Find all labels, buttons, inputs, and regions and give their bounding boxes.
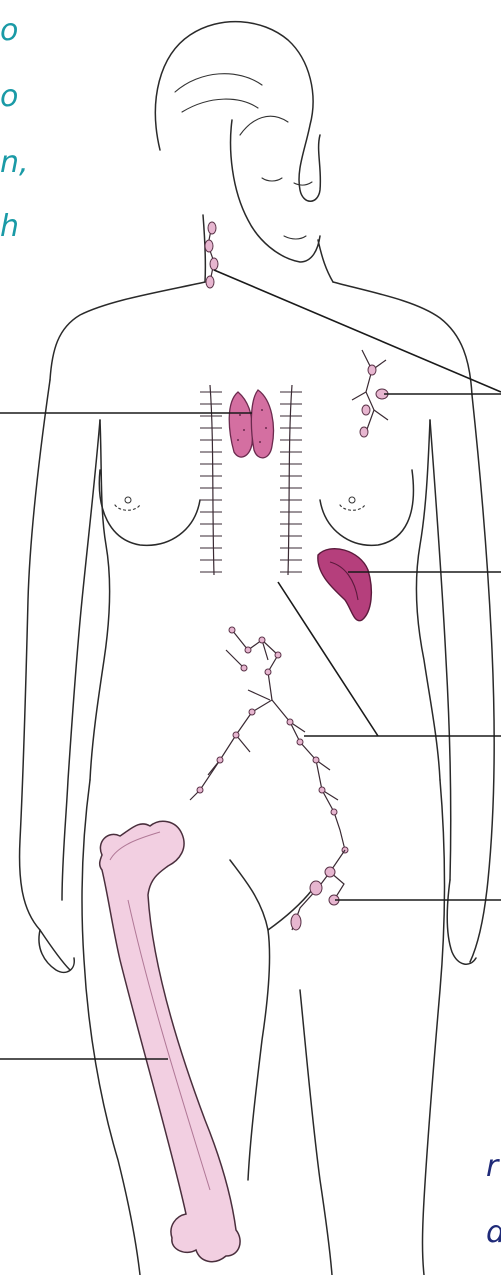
cervical-lymph-nodes [205, 222, 218, 288]
leader-lines [0, 270, 501, 1059]
spleen [318, 549, 372, 621]
thymus [229, 390, 273, 458]
abdominal-lymph-vessels [190, 627, 348, 853]
femur-bone-marrow [100, 821, 240, 1261]
axillary-lymph-nodes [352, 350, 388, 437]
body-outline [20, 22, 495, 1275]
inguinal-lymph-nodes [291, 850, 345, 930]
